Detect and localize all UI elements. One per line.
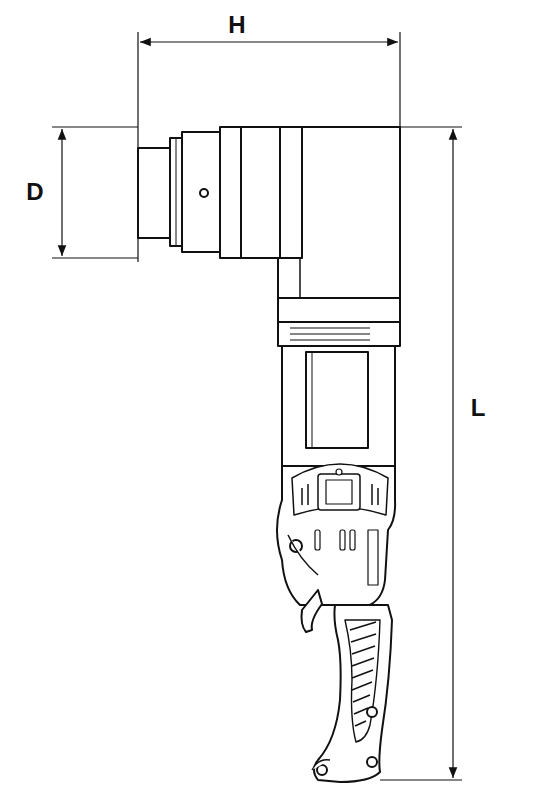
dimension-label: D (24, 180, 45, 204)
dimension-label: L (469, 396, 488, 420)
dimension-lines (52, 32, 462, 780)
dimension-label: H (226, 13, 247, 37)
torque-wrench (138, 127, 400, 782)
